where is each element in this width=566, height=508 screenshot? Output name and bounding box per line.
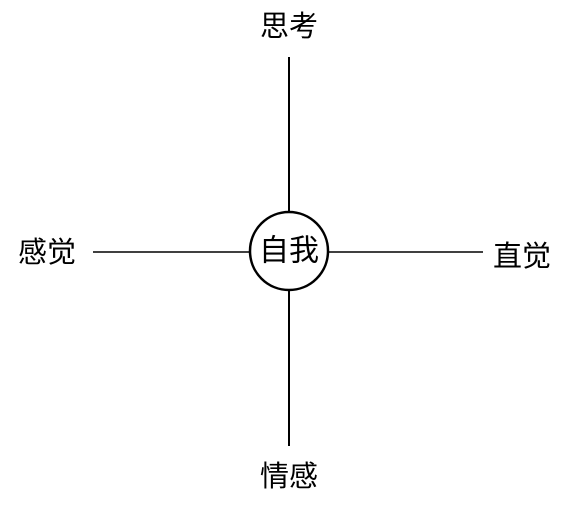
center-circle <box>248 210 330 292</box>
center-label: 自我 <box>259 234 319 269</box>
bottom-label: 情感 <box>260 459 318 493</box>
top-label: 思考 <box>260 9 318 43</box>
right-label: 直觉 <box>493 239 551 273</box>
left-label: 感觉 <box>18 235 76 269</box>
